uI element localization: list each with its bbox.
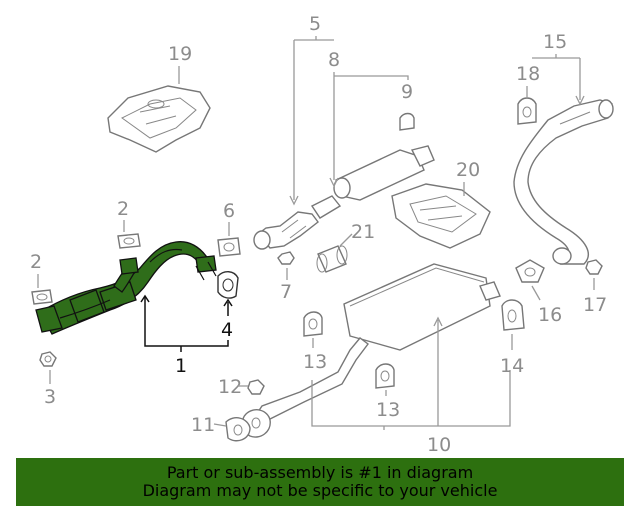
callout-20: 20 xyxy=(456,159,480,181)
hanger-13-upper[interactable] xyxy=(303,311,323,337)
muffler-assembly-10[interactable] xyxy=(241,263,501,438)
leader-1-arrow xyxy=(140,294,150,303)
callout-6: 6 xyxy=(223,200,235,222)
gasket-16[interactable] xyxy=(515,259,545,283)
hanger-9[interactable] xyxy=(399,112,415,131)
callout-10: 10 xyxy=(427,434,451,456)
leader-21 xyxy=(339,233,353,247)
diagram-notice-banner: Part or sub-assembly is #1 in diagram Di… xyxy=(16,458,624,506)
tail-pipe-15[interactable] xyxy=(513,99,614,265)
callout-2-left: 2 xyxy=(30,251,42,273)
gasket-2-left[interactable] xyxy=(31,289,53,305)
leader-10-arrow xyxy=(433,316,443,327)
center-pipe-5[interactable] xyxy=(253,145,435,250)
leader-5-arrow xyxy=(289,195,299,206)
exhaust-parts-diagram: 19 2 2 3 4 1 xyxy=(30,13,614,456)
leader-15-arrow xyxy=(575,95,585,106)
leader-16 xyxy=(531,285,541,301)
gasket-11[interactable] xyxy=(225,417,251,442)
leader-10 xyxy=(311,320,511,430)
banner-line-2: Diagram may not be specific to your vehi… xyxy=(142,481,498,500)
heat-shield-20[interactable] xyxy=(391,183,491,249)
callout-4: 4 xyxy=(221,319,233,341)
callout-1: 1 xyxy=(175,355,187,377)
callout-13-lower: 13 xyxy=(376,399,400,421)
callout-14: 14 xyxy=(500,355,524,377)
hanger-18[interactable] xyxy=(517,97,537,125)
nut-7[interactable] xyxy=(277,251,295,265)
callout-11: 11 xyxy=(191,414,215,436)
banner-line-1: Part or sub-assembly is #1 in diagram xyxy=(166,463,474,482)
front-pipe-assembly-1[interactable] xyxy=(35,241,217,335)
hanger-13-lower[interactable] xyxy=(375,363,395,389)
heat-shield-19[interactable] xyxy=(107,85,211,153)
callout-16: 16 xyxy=(538,304,562,326)
leader-8 xyxy=(333,72,409,180)
leader-8-arrow xyxy=(329,177,339,188)
callout-12: 12 xyxy=(218,376,242,398)
hanger-4[interactable] xyxy=(217,271,239,299)
nut-3[interactable] xyxy=(39,351,57,367)
leader-5 xyxy=(293,36,334,200)
leader-15 xyxy=(532,54,581,100)
callout-7: 7 xyxy=(280,281,292,303)
callout-8: 8 xyxy=(328,49,340,71)
callout-21: 21 xyxy=(351,221,375,243)
gasket-6[interactable] xyxy=(217,237,241,257)
callout-17: 17 xyxy=(583,294,607,316)
clamp-21[interactable] xyxy=(316,245,348,273)
callout-5: 5 xyxy=(309,13,321,35)
nut-12[interactable] xyxy=(247,379,265,395)
leader-1 xyxy=(144,296,229,347)
callout-2-upper: 2 xyxy=(117,198,129,220)
gasket-2-upper[interactable] xyxy=(117,233,141,249)
nut-17[interactable] xyxy=(585,259,603,275)
leader-11 xyxy=(213,423,227,427)
callout-3: 3 xyxy=(44,386,56,408)
leader-4-arrow xyxy=(223,298,233,307)
callout-18: 18 xyxy=(516,63,540,85)
callout-13-upper: 13 xyxy=(303,351,327,373)
callout-19: 19 xyxy=(168,43,192,65)
hanger-14[interactable] xyxy=(501,299,525,331)
callout-9: 9 xyxy=(401,81,413,103)
callout-15: 15 xyxy=(543,31,567,53)
